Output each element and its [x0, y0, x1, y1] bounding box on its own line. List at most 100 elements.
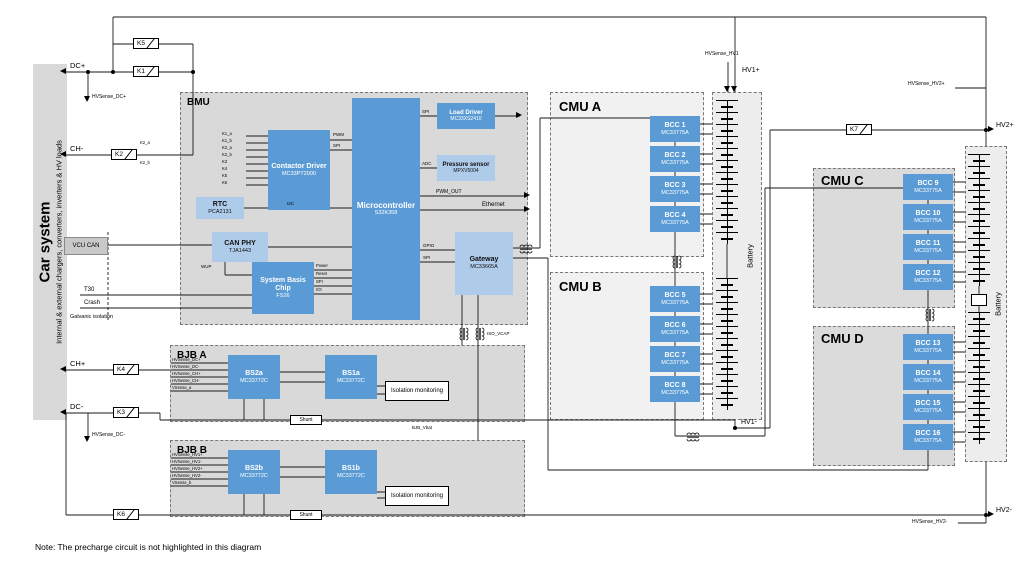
- transformer-icon: [666, 254, 684, 270]
- contactor-label: K6: [117, 511, 125, 518]
- chip-name: BCC 9: [917, 179, 939, 187]
- car-system-bar: Car system Internal & external chargers,…: [33, 64, 67, 420]
- chip-name: BCC 14: [915, 369, 941, 377]
- arrow-icon: [524, 206, 530, 212]
- chip-part: MC33775A: [661, 159, 689, 166]
- chip-part: FS26: [276, 292, 290, 299]
- bjb-b-pin-label: HVSense_HV2-: [172, 473, 202, 478]
- bjb-a-pin-label: HVSense_CH-: [172, 378, 200, 383]
- contactor-k3: K3: [113, 407, 139, 418]
- arrow-icon: [84, 96, 90, 102]
- arrow-icon: [724, 86, 730, 92]
- arrow-icon: [60, 366, 66, 372]
- bjb-b-label: BJB B: [177, 445, 208, 456]
- chip-name: Gateway: [469, 256, 499, 264]
- isolation-monitoring-a: Isolation monitoring: [385, 381, 449, 401]
- chip-name: BCC 2: [664, 151, 686, 159]
- battery-cells: [716, 278, 738, 410]
- bjb-a-label: BJB A: [177, 350, 207, 361]
- spi-label: SPI: [316, 279, 323, 284]
- ch-plus-label: CH+: [70, 359, 86, 368]
- t30-label: T30: [84, 287, 95, 293]
- wup-label: WUP: [201, 264, 212, 269]
- transformer-icon: [919, 307, 937, 323]
- transformer-icon: [685, 430, 701, 448]
- dc-minus-label: DC-: [70, 402, 84, 411]
- arrow-icon: [524, 192, 530, 198]
- hvsense-hv2-minus-label: HVSense_HV2-: [912, 519, 948, 525]
- contactor-label: K7: [850, 126, 858, 133]
- bjb-a-pin-label: VSense_a: [172, 385, 192, 390]
- cmu-d-label: CMU D: [821, 331, 864, 346]
- chip-name: BS1b: [342, 464, 360, 472]
- hv2-plus-label: HV2+: [996, 122, 1014, 129]
- bmu-label: BMU: [187, 97, 210, 108]
- gateway-chip: Gateway MC33665A: [455, 232, 513, 295]
- crash-label: Crash: [84, 300, 101, 306]
- contactor-pin-label: K4: [222, 166, 228, 171]
- chip-part: MC33775A: [661, 129, 689, 136]
- contactor-label: K3: [117, 409, 125, 416]
- hvsense-hv2-plus-label: HVSense_HV2+: [908, 81, 945, 87]
- chip-name: BCC 7: [664, 351, 686, 359]
- contactor-label: K1: [137, 68, 145, 75]
- switch-icon: [859, 124, 868, 135]
- load-driver-chip: Load Driver MC33XS2410: [437, 103, 495, 129]
- bjb-wires: [171, 295, 479, 515]
- battery-cells: [968, 154, 990, 286]
- chip-name: BCC 11: [915, 239, 941, 247]
- contactor-driver-chip: Contactor Driver MC33PT2000: [268, 130, 330, 210]
- chip-part: PCA2131: [208, 208, 232, 215]
- bjb-a-pin-label: HVSense_DC-: [172, 364, 200, 369]
- chip-name: BCC 3: [664, 181, 686, 189]
- chip-part: MC33PT2000: [282, 170, 316, 177]
- switch-icon: [124, 149, 133, 160]
- chip-name: RTC: [212, 200, 228, 208]
- ch-minus-label: CH-: [70, 144, 84, 153]
- switch-icon: [126, 509, 135, 520]
- battery-cells: [968, 312, 990, 444]
- junction-dot: [984, 128, 988, 132]
- switch-icon: [126, 364, 135, 375]
- hv1-minus-label: HV1-: [741, 419, 757, 426]
- bjb-a-pin-label: HVSense_CH+: [172, 371, 201, 376]
- pwm-label: PWM: [333, 132, 344, 137]
- chip-part: MC33775A: [914, 277, 942, 284]
- chip-name: BCC 8: [664, 381, 686, 389]
- switch-icon: [146, 66, 155, 77]
- pressure-sensor-chip: Pressure sensor MPXV5004: [437, 155, 495, 181]
- chip-part: MC33775A: [914, 377, 942, 384]
- fuse-box: [971, 294, 987, 306]
- chip-name: BCC 1: [664, 121, 686, 129]
- transformer-icon: [469, 326, 487, 342]
- bjb-b-pin-label: HVSense_HV2+: [172, 466, 203, 471]
- arrow-icon: [988, 511, 994, 517]
- chip-name: BS2a: [245, 369, 263, 377]
- contactor-pin-label: K6: [222, 180, 228, 185]
- isolation-monitoring-b: Isolation monitoring: [385, 486, 449, 506]
- k2b-label: K2_b: [140, 160, 150, 165]
- cell-tap-wires: [700, 123, 980, 443]
- bjb-b-pin-label: HVSense_HV1-: [172, 459, 202, 464]
- chip-part: MC33772C: [240, 377, 268, 384]
- bjb-vbat-label: BJB_Vbat: [412, 425, 433, 430]
- chip-name: Contactor Driver: [271, 162, 327, 170]
- k2a-label: K2_a: [140, 140, 150, 145]
- chip-name: BS2b: [245, 464, 263, 472]
- hvsense-dc-minus-label: HVSense_DC-: [92, 432, 125, 438]
- i2c-label: I2C: [287, 201, 295, 206]
- bjb-b-pin-label: HVSense_HV1+: [172, 452, 203, 457]
- transformer-icon: [518, 242, 534, 260]
- contactor-k5: K5: [133, 38, 159, 49]
- contactor-pin-label: K2_b: [222, 152, 232, 157]
